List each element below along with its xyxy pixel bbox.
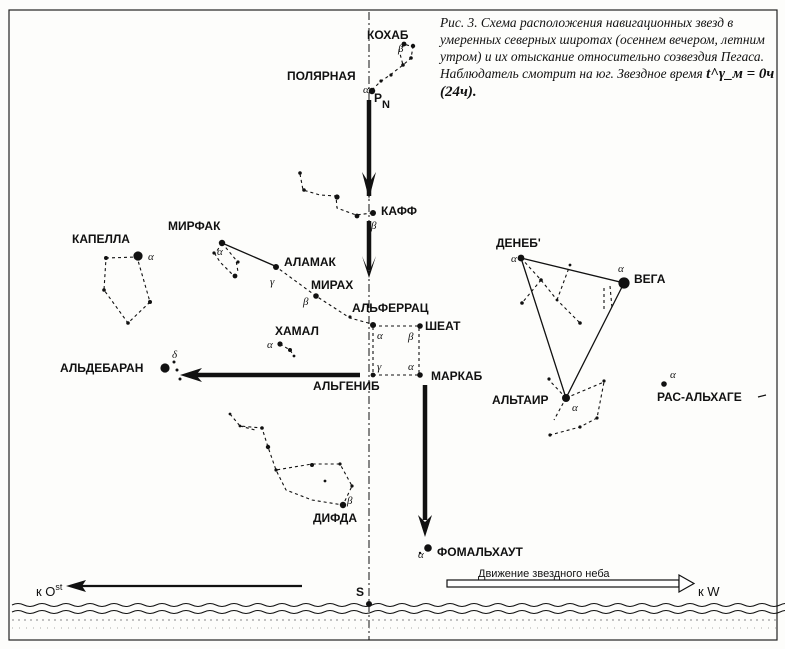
- label-alferrats: АЛЬФЕРРАЦ: [352, 301, 429, 315]
- summer-triangle: [517, 254, 630, 400]
- pointer-arrows: [180, 100, 432, 537]
- greek-alpha-vega: α: [618, 263, 624, 275]
- andromeda: [273, 264, 373, 325]
- aries: [277, 341, 296, 358]
- hyades: [160, 360, 182, 381]
- greek-gamma-algenib: γ: [377, 361, 382, 373]
- greek-alpha-polaris: α: [363, 84, 369, 96]
- star-labels: КОХАБ ПОЛЯРНАЯ PN КАФФ КАПЕЛЛА МИРФАК АЛ…: [60, 28, 742, 559]
- ras-alhague-star: [661, 381, 667, 387]
- greek-beta-sheat: β: [407, 331, 414, 343]
- figure-caption: Рис. 3. Схема расположения навигационных…: [440, 14, 776, 101]
- label-khamal: ХАМАЛ: [275, 324, 319, 338]
- bottom-labels: к Ost S к W Движение звездного неба: [36, 568, 720, 599]
- label-kokhab: КОХАБ: [367, 28, 409, 42]
- greek-alpha-deneb: α: [511, 253, 517, 265]
- label-fomalkhaut: ФОМАЛЬХАУТ: [437, 545, 523, 559]
- fomalhaut-companion: [418, 551, 422, 555]
- label-south: S: [356, 585, 364, 599]
- label-sheat: ШЕАТ: [425, 319, 461, 333]
- direction-arrows: [66, 573, 696, 607]
- greek-alpha-alferrats: α: [377, 330, 383, 342]
- pegasus-square: [370, 322, 423, 378]
- auriga: [102, 251, 152, 325]
- greek-beta-mirakh: β: [302, 296, 309, 308]
- label-east: к Ost: [36, 582, 63, 599]
- label-markab: МАРКАБ: [431, 369, 483, 383]
- label-algenib: АЛЬГЕНИБ: [313, 379, 380, 393]
- perseus: [212, 239, 276, 279]
- ras-alhague-tick: [757, 394, 767, 398]
- greek-alpha-ras-alhague: α: [670, 369, 676, 381]
- label-altair: АЛЬТАИР: [492, 393, 549, 407]
- label-polyarnaya: ПОЛЯРНАЯ: [287, 69, 356, 83]
- label-deneb: ДЕНЕБ': [496, 236, 541, 250]
- motion-arrow-head: [678, 573, 696, 594]
- aquila: [547, 377, 606, 437]
- greek-beta-kokhab: β: [397, 43, 404, 55]
- label-alamak: АЛАМАК: [284, 255, 337, 269]
- greek-alpha-mirfak: α: [217, 246, 223, 258]
- ursa-minor: [368, 41, 416, 95]
- greek-gamma-alamak: γ: [270, 276, 275, 288]
- cassiopeia: [298, 171, 376, 219]
- label-vega: ВЕГА: [634, 272, 666, 286]
- greek-beta-difda: β: [346, 495, 353, 507]
- greek-alpha-capella: α: [148, 251, 154, 263]
- caption-text: Рис. 3. Схема расположения навигационных…: [440, 15, 765, 81]
- label-ras-alkhage: РАС-АЛЬХАГЕ: [657, 390, 742, 404]
- label-west: к W: [698, 584, 720, 599]
- greek-letters: β α β α α γ β α β α γ α δ β α α α α α: [148, 43, 676, 561]
- label-difda: ДИФДА: [313, 511, 357, 525]
- horizon: [11, 603, 785, 629]
- label-kaff: КАФФ: [381, 204, 417, 218]
- label-kapella: КАПЕЛЛА: [72, 232, 130, 246]
- label-aldebaran: АЛЬДЕБАРАН: [60, 361, 143, 375]
- label-mirfak: МИРФАК: [168, 219, 221, 233]
- caption-sidereal-time: t^γ_м = 0ч (24ч).: [440, 66, 775, 100]
- greek-alpha-fomalhaut: α: [418, 549, 424, 561]
- frame-border: [8, 9, 778, 641]
- greek-alpha-altair: α: [572, 402, 578, 414]
- greek-alpha-markab: α: [408, 361, 414, 373]
- greek-alpha-hamal: α: [267, 339, 273, 351]
- motion-arrow-body: [446, 579, 680, 588]
- label-mirakh: МИРАХ: [311, 278, 353, 292]
- label-pn: PN: [374, 91, 390, 111]
- fomalhaut-star: [424, 544, 432, 552]
- south-point: [366, 601, 372, 607]
- greek-delta-hyades: δ: [172, 349, 178, 361]
- cetus: [228, 412, 354, 509]
- label-motion: Движение звездного неба: [478, 568, 610, 580]
- greek-beta-kaff: β: [370, 220, 377, 232]
